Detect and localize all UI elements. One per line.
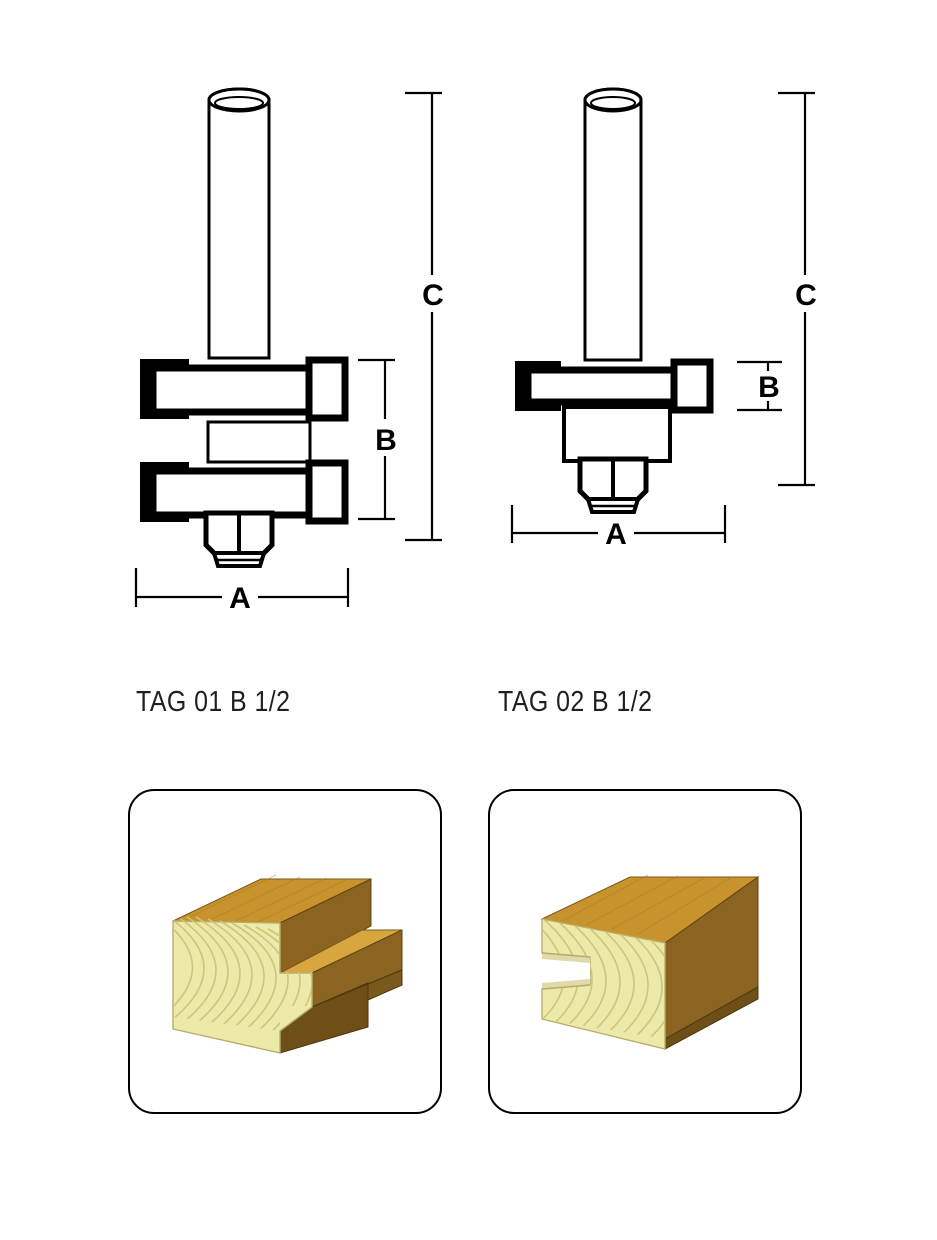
dimension-a-right: A — [510, 505, 727, 551]
shank-left — [207, 87, 271, 360]
wood-sample-groove — [540, 874, 760, 1050]
cutter-end-block-lower-left — [305, 459, 349, 525]
groove-end-grain-face — [541, 918, 666, 1050]
tool-label-left: TAG 01 B 1/2 — [136, 686, 291, 718]
groove-slot-edges — [541, 952, 591, 990]
dimension-a-left: A — [134, 568, 350, 615]
lower-cutter-wing-left — [140, 459, 349, 525]
groove-top-grain-lines — [561, 874, 733, 935]
spacer-left — [206, 420, 312, 464]
cutter-end-block-upper-left — [305, 356, 349, 422]
dimension-label-b-left: B — [375, 424, 397, 457]
sample-card-right — [488, 789, 802, 1114]
dimension-label-c-left: C — [422, 279, 444, 312]
tool-label-right: TAG 02 B 1/2 — [498, 686, 653, 718]
technical-drawing-area: A B C — [134, 87, 817, 615]
router-bit-drawings: A B C — [134, 87, 817, 615]
shank-body-right — [583, 87, 643, 362]
dimension-label-b-right: B — [758, 371, 780, 404]
bearing-left — [203, 510, 275, 568]
cutter-end-block-right — [670, 358, 714, 414]
bearing-right — [577, 456, 649, 514]
cutter-bar-right — [524, 366, 680, 406]
shank-right — [583, 87, 643, 362]
dimension-b-right: B — [737, 360, 782, 412]
shank-top-ellipse-left — [207, 87, 271, 113]
cutter-wing-right — [515, 358, 714, 414]
cutter-bar-lower-left — [149, 467, 315, 519]
dimension-label-a-left: A — [229, 582, 251, 615]
shank-top-inner-ellipse-left — [214, 96, 264, 110]
shank-top-inner-ellipse-right — [590, 96, 636, 110]
upper-cutter-wing-left — [140, 356, 349, 422]
shank-top-ellipse-right — [583, 87, 643, 113]
groove-slot-upper-shade — [542, 953, 590, 963]
tongue-underside-face — [311, 969, 403, 1008]
dimension-label-a-right: A — [605, 518, 627, 551]
dimension-c-left: C — [405, 91, 444, 542]
tool-right-drawing: A B C — [510, 87, 817, 551]
dimension-b-left: B — [358, 358, 397, 521]
spacer-right — [562, 405, 672, 463]
tool-left-drawing: A B C — [134, 87, 444, 615]
sample-card-left — [128, 789, 442, 1114]
wood-sample-tongue — [172, 874, 403, 1054]
tool-labels-row: TAG 01 B 1/2 TAG 02 B 1/2 — [0, 686, 937, 746]
tongue-top-grain-lines — [189, 874, 349, 923]
groove-slot-lower-shade — [542, 979, 590, 989]
dimension-label-c-right: C — [795, 279, 817, 312]
cutter-bar-upper-left — [149, 364, 315, 416]
shank-body-left — [207, 87, 271, 360]
dimension-c-right: C — [778, 91, 817, 487]
